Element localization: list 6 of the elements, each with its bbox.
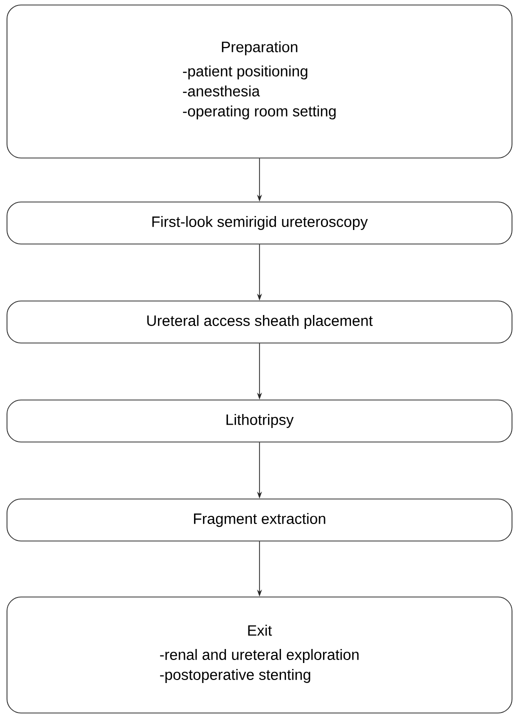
process-box: Ureteral access sheath placement bbox=[6, 300, 512, 344]
process-box: Fragment extraction bbox=[6, 498, 512, 542]
process-box: First-look semirigid ureteroscopy bbox=[6, 202, 512, 244]
process-box: Preparation -patient positioning -anesthesia -operating room setting bbox=[6, 4, 512, 158]
process-box: Lithotripsy bbox=[6, 400, 512, 442]
process-box: Exit -renal and ureteral exploration -postoperative stenting bbox=[6, 596, 512, 714]
